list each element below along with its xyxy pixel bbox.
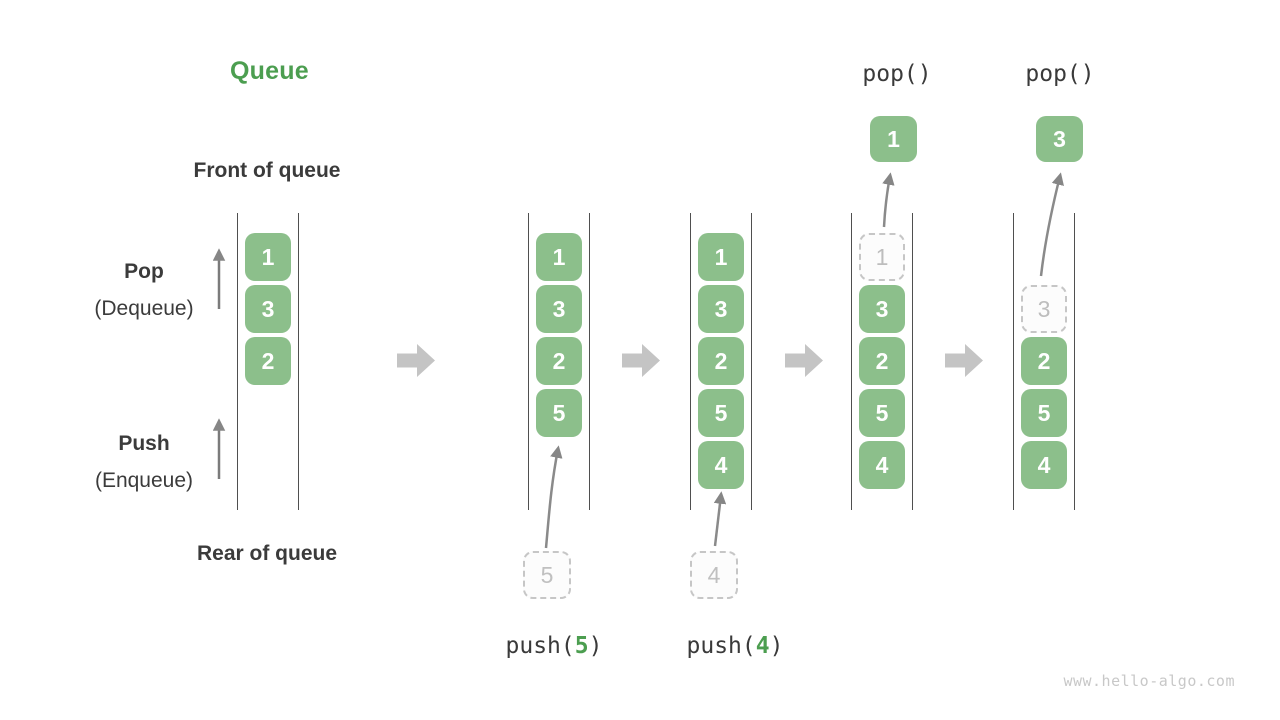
queue-cell: 4 <box>698 441 744 489</box>
op-argument: 4 <box>755 633 770 659</box>
pending-cell: 4 <box>690 551 738 599</box>
queue-cell: 1 <box>698 233 744 281</box>
queue-cell: 3 <box>245 285 291 333</box>
queue-cell: 3 <box>698 285 744 333</box>
queue-cell: 2 <box>698 337 744 385</box>
queue-cell: 5 <box>536 389 582 437</box>
queue-cell: 1 <box>536 233 582 281</box>
flow-arrow-icon <box>622 344 660 377</box>
op-prefix: push( <box>505 633 575 659</box>
watermark: www.hello-algo.com <box>1063 672 1235 690</box>
pop-sublabel: (Dequeue) <box>94 297 194 320</box>
diagram-title: Queue <box>230 57 309 85</box>
queue-cell: 2 <box>1021 337 1067 385</box>
queue-walls-state-2 <box>528 213 590 510</box>
removed-cell: 1 <box>859 233 905 281</box>
rear-of-queue-label: Rear of queue <box>196 542 338 565</box>
pop-op-label: pop() <box>1025 61 1095 87</box>
removed-cell: 3 <box>1021 285 1067 333</box>
popped-cell: 3 <box>1036 116 1083 162</box>
push-op-label: push(5) <box>494 633 614 659</box>
queue-cell: 5 <box>1021 389 1067 437</box>
queue-walls-state-1 <box>237 213 299 510</box>
queue-cell: 4 <box>1021 441 1067 489</box>
queue-cell: 3 <box>536 285 582 333</box>
op-argument: 5 <box>574 633 589 659</box>
front-of-queue-label: Front of queue <box>193 159 341 182</box>
pop-label: Pop <box>124 260 164 283</box>
push-sublabel: (Enqueue) <box>94 469 194 492</box>
queue-walls-state-3 <box>690 213 752 510</box>
pop-op-label: pop() <box>862 61 932 87</box>
queue-cell: 2 <box>245 337 291 385</box>
queue-cell: 4 <box>859 441 905 489</box>
queue-walls-state-5 <box>1013 213 1075 510</box>
queue-cell: 5 <box>698 389 744 437</box>
pending-cell: 5 <box>523 551 571 599</box>
flow-arrow-icon <box>945 344 983 377</box>
queue-walls-state-4 <box>851 213 913 510</box>
push-label: Push <box>118 432 170 455</box>
queue-cell: 2 <box>859 337 905 385</box>
push-op-label: push(4) <box>675 633 795 659</box>
op-suffix: ) <box>588 633 603 659</box>
queue-cell: 1 <box>245 233 291 281</box>
flow-arrow-icon <box>785 344 823 377</box>
popped-cell: 1 <box>870 116 917 162</box>
op-prefix: push( <box>686 633 756 659</box>
op-suffix: ) <box>769 633 784 659</box>
queue-cell: 2 <box>536 337 582 385</box>
queue-cell: 3 <box>859 285 905 333</box>
flow-arrow-icon <box>397 344 435 377</box>
queue-cell: 5 <box>859 389 905 437</box>
